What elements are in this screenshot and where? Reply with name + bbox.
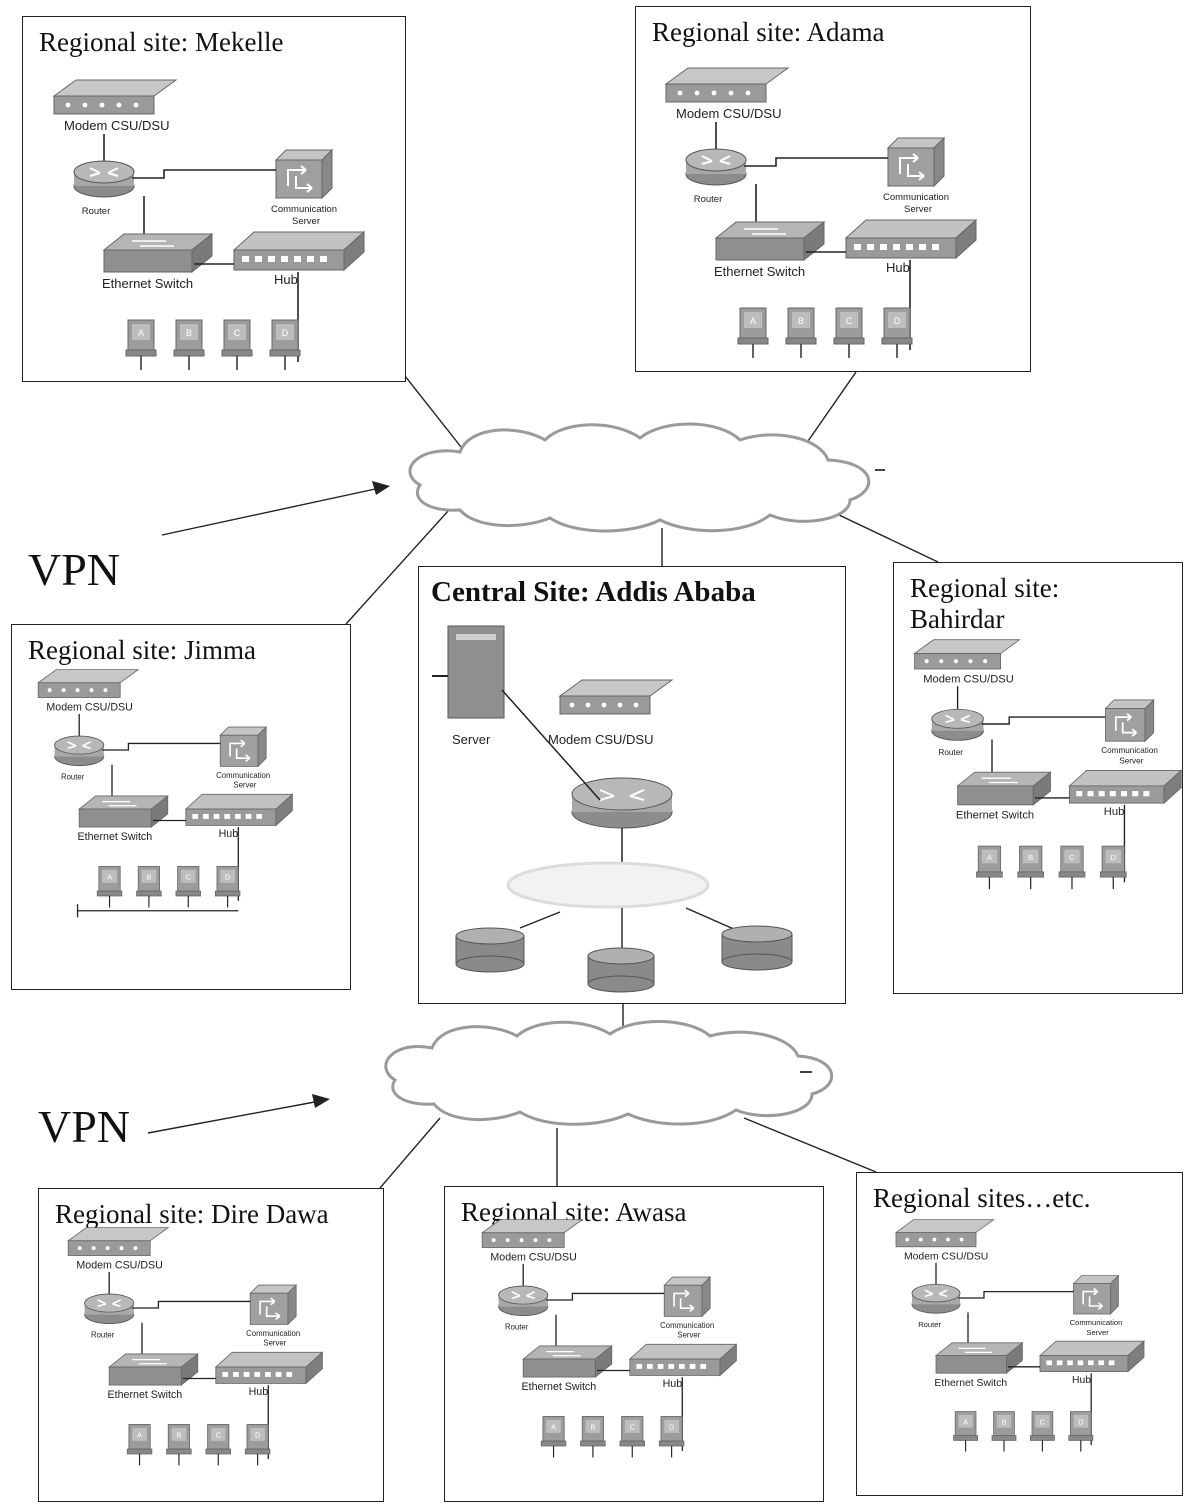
link-jimma	[345, 499, 459, 625]
link-etc	[743, 1117, 877, 1173]
link-mekelle	[404, 375, 466, 453]
site-addis-ababa-central: Central Site: Addis Ababa	[418, 566, 846, 1004]
site-title: Regional site: Mekelle	[39, 27, 284, 57]
central-site-title: Central Site: Addis Ababa	[431, 576, 756, 608]
vpn-cloud-bottom	[384, 1019, 834, 1126]
vpn-label-bottom: VPN	[38, 1101, 131, 1152]
site-jimma: Regional site: Jimma	[11, 624, 351, 990]
site-title: Regional sites…etc.	[873, 1183, 1091, 1213]
site-dire-dawa: Regional site: Dire Dawa	[38, 1188, 384, 1502]
site-mekelle: Regional site: Mekelle	[22, 16, 406, 382]
site-title: Regional site: Dire Dawa	[55, 1199, 329, 1229]
vpn-label-top: VPN	[28, 544, 121, 595]
site-title: Regional site: Adama	[652, 17, 885, 47]
site-title: Regional site: Bahirdar	[910, 573, 1060, 634]
site-etc: Regional sites…etc.	[856, 1172, 1183, 1496]
site-title: Regional site: Awasa	[461, 1197, 687, 1227]
link-adama	[805, 371, 857, 445]
site-awasa: Regional site: Awasa	[444, 1186, 824, 1502]
site-bahirdar: Regional site: Bahirdar	[893, 562, 1183, 994]
vpn-arrow-bottom	[147, 1100, 321, 1134]
site-title: Regional site: Jimma	[28, 635, 256, 665]
vpn-cloud-top	[408, 422, 871, 533]
link-diredawa	[379, 1117, 441, 1189]
site-adama: Regional site: Adama	[635, 6, 1031, 372]
vpn-arrow-top	[161, 487, 381, 536]
